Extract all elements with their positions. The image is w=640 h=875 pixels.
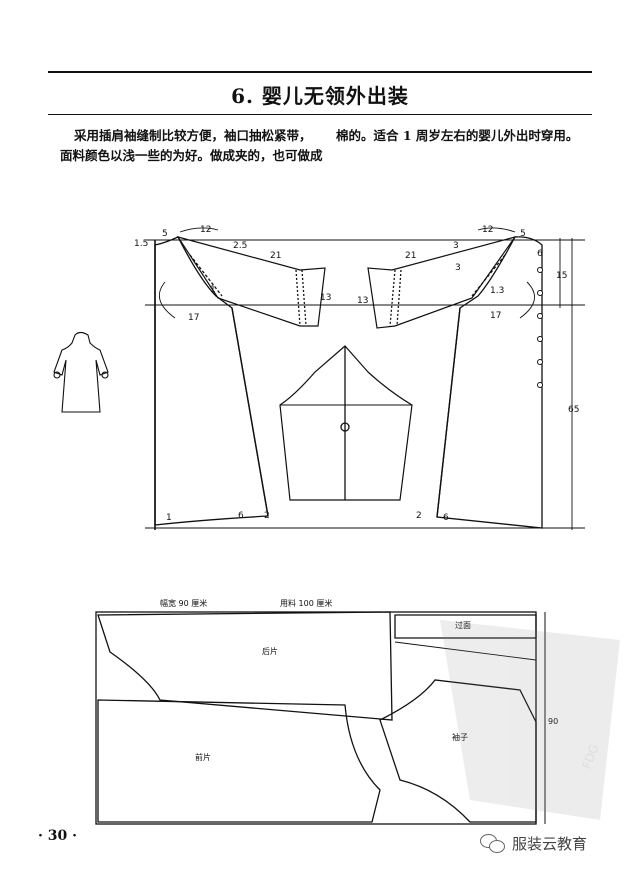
measure-17-left: 17 bbox=[188, 313, 199, 323]
facing-label: 过面 bbox=[455, 620, 471, 630]
measure-2-hem-right: 2 bbox=[416, 511, 422, 521]
measure-12-left: 12 bbox=[200, 225, 211, 235]
watermark-stamp: FDG bbox=[440, 620, 620, 820]
measure-5-right: 5 bbox=[520, 229, 526, 239]
fabric-width-label: 幅宽 90 厘米 bbox=[160, 598, 207, 608]
fabric-usage-label: 用料 100 厘米 bbox=[280, 598, 332, 608]
measure-21-right: 21 bbox=[405, 251, 416, 261]
top-rule bbox=[48, 71, 592, 73]
front-piece-label: 前片 bbox=[195, 752, 211, 762]
measure-1.5: 1.5 bbox=[134, 239, 148, 249]
measure-5-left: 5 bbox=[162, 229, 168, 239]
measure-6-hem: 6 bbox=[238, 511, 244, 521]
back-bodice-outline bbox=[154, 236, 269, 526]
measure-12-right: 12 bbox=[482, 225, 493, 235]
front-button-row bbox=[537, 267, 543, 388]
height-90-label: 90 bbox=[548, 717, 558, 726]
back-sleeve-outline bbox=[176, 236, 326, 327]
measure-3-right: 3 bbox=[455, 263, 461, 273]
wechat-icon bbox=[480, 832, 506, 854]
measure-15: 15 bbox=[556, 271, 567, 281]
title-underline bbox=[48, 114, 592, 115]
measure-6: 6 bbox=[537, 249, 543, 259]
fabric-layout bbox=[95, 611, 546, 825]
intro-left-column: 采用插肩袖缝制比较方便，袖口抽松紧带， 面料颜色以浅一些的为好。做成夹的，也可做… bbox=[60, 126, 323, 166]
measure-21-left: 21 bbox=[270, 251, 281, 261]
measure-2-hem-left: 2 bbox=[264, 511, 270, 521]
front-sleeve-outline bbox=[367, 235, 517, 329]
back-piece-label: 后片 bbox=[262, 646, 278, 656]
page-title: 6. 婴儿无领外出装 bbox=[231, 84, 409, 108]
measure-3-left: 3 bbox=[453, 241, 459, 251]
sleeve-layout-piece bbox=[379, 679, 537, 823]
footer-brand: 服装云教育 bbox=[480, 832, 587, 854]
measure-6-hem-right: 6 bbox=[443, 513, 449, 523]
front-layout-piece bbox=[97, 699, 381, 823]
sleeve-label: 袖子 bbox=[452, 732, 468, 742]
measure-1: 1 bbox=[210, 285, 216, 295]
measure-17-right: 17 bbox=[490, 311, 501, 321]
measure-13-left: 13 bbox=[320, 293, 331, 303]
measure-2.5: 2.5 bbox=[233, 241, 247, 251]
measure-1.3: 1.3 bbox=[490, 286, 504, 296]
measure-1-hem: 1 bbox=[166, 513, 172, 523]
measure-65: 65 bbox=[568, 405, 579, 415]
intro-right-column: 棉的。适合 1 周岁左右的婴儿外出时穿用。 bbox=[336, 126, 578, 146]
intro-line1-right: 棉的。适合 1 周岁左右的婴儿外出时穿用。 bbox=[336, 128, 579, 143]
intro-line1: 采用插肩袖缝制比较方便，袖口抽松紧带， bbox=[74, 128, 312, 143]
measure-13-right: 13 bbox=[357, 296, 368, 306]
facing-layout-piece bbox=[394, 614, 537, 639]
front-bodice-outline bbox=[436, 236, 543, 529]
intro-line2: 面料颜色以浅一些的为好。做成夹的，也可做成 bbox=[60, 148, 323, 163]
back-layout-piece bbox=[97, 611, 393, 721]
page-number: · 30 · bbox=[38, 828, 77, 844]
brand-name: 服装云教育 bbox=[512, 834, 588, 853]
garment-sketch bbox=[53, 331, 109, 413]
